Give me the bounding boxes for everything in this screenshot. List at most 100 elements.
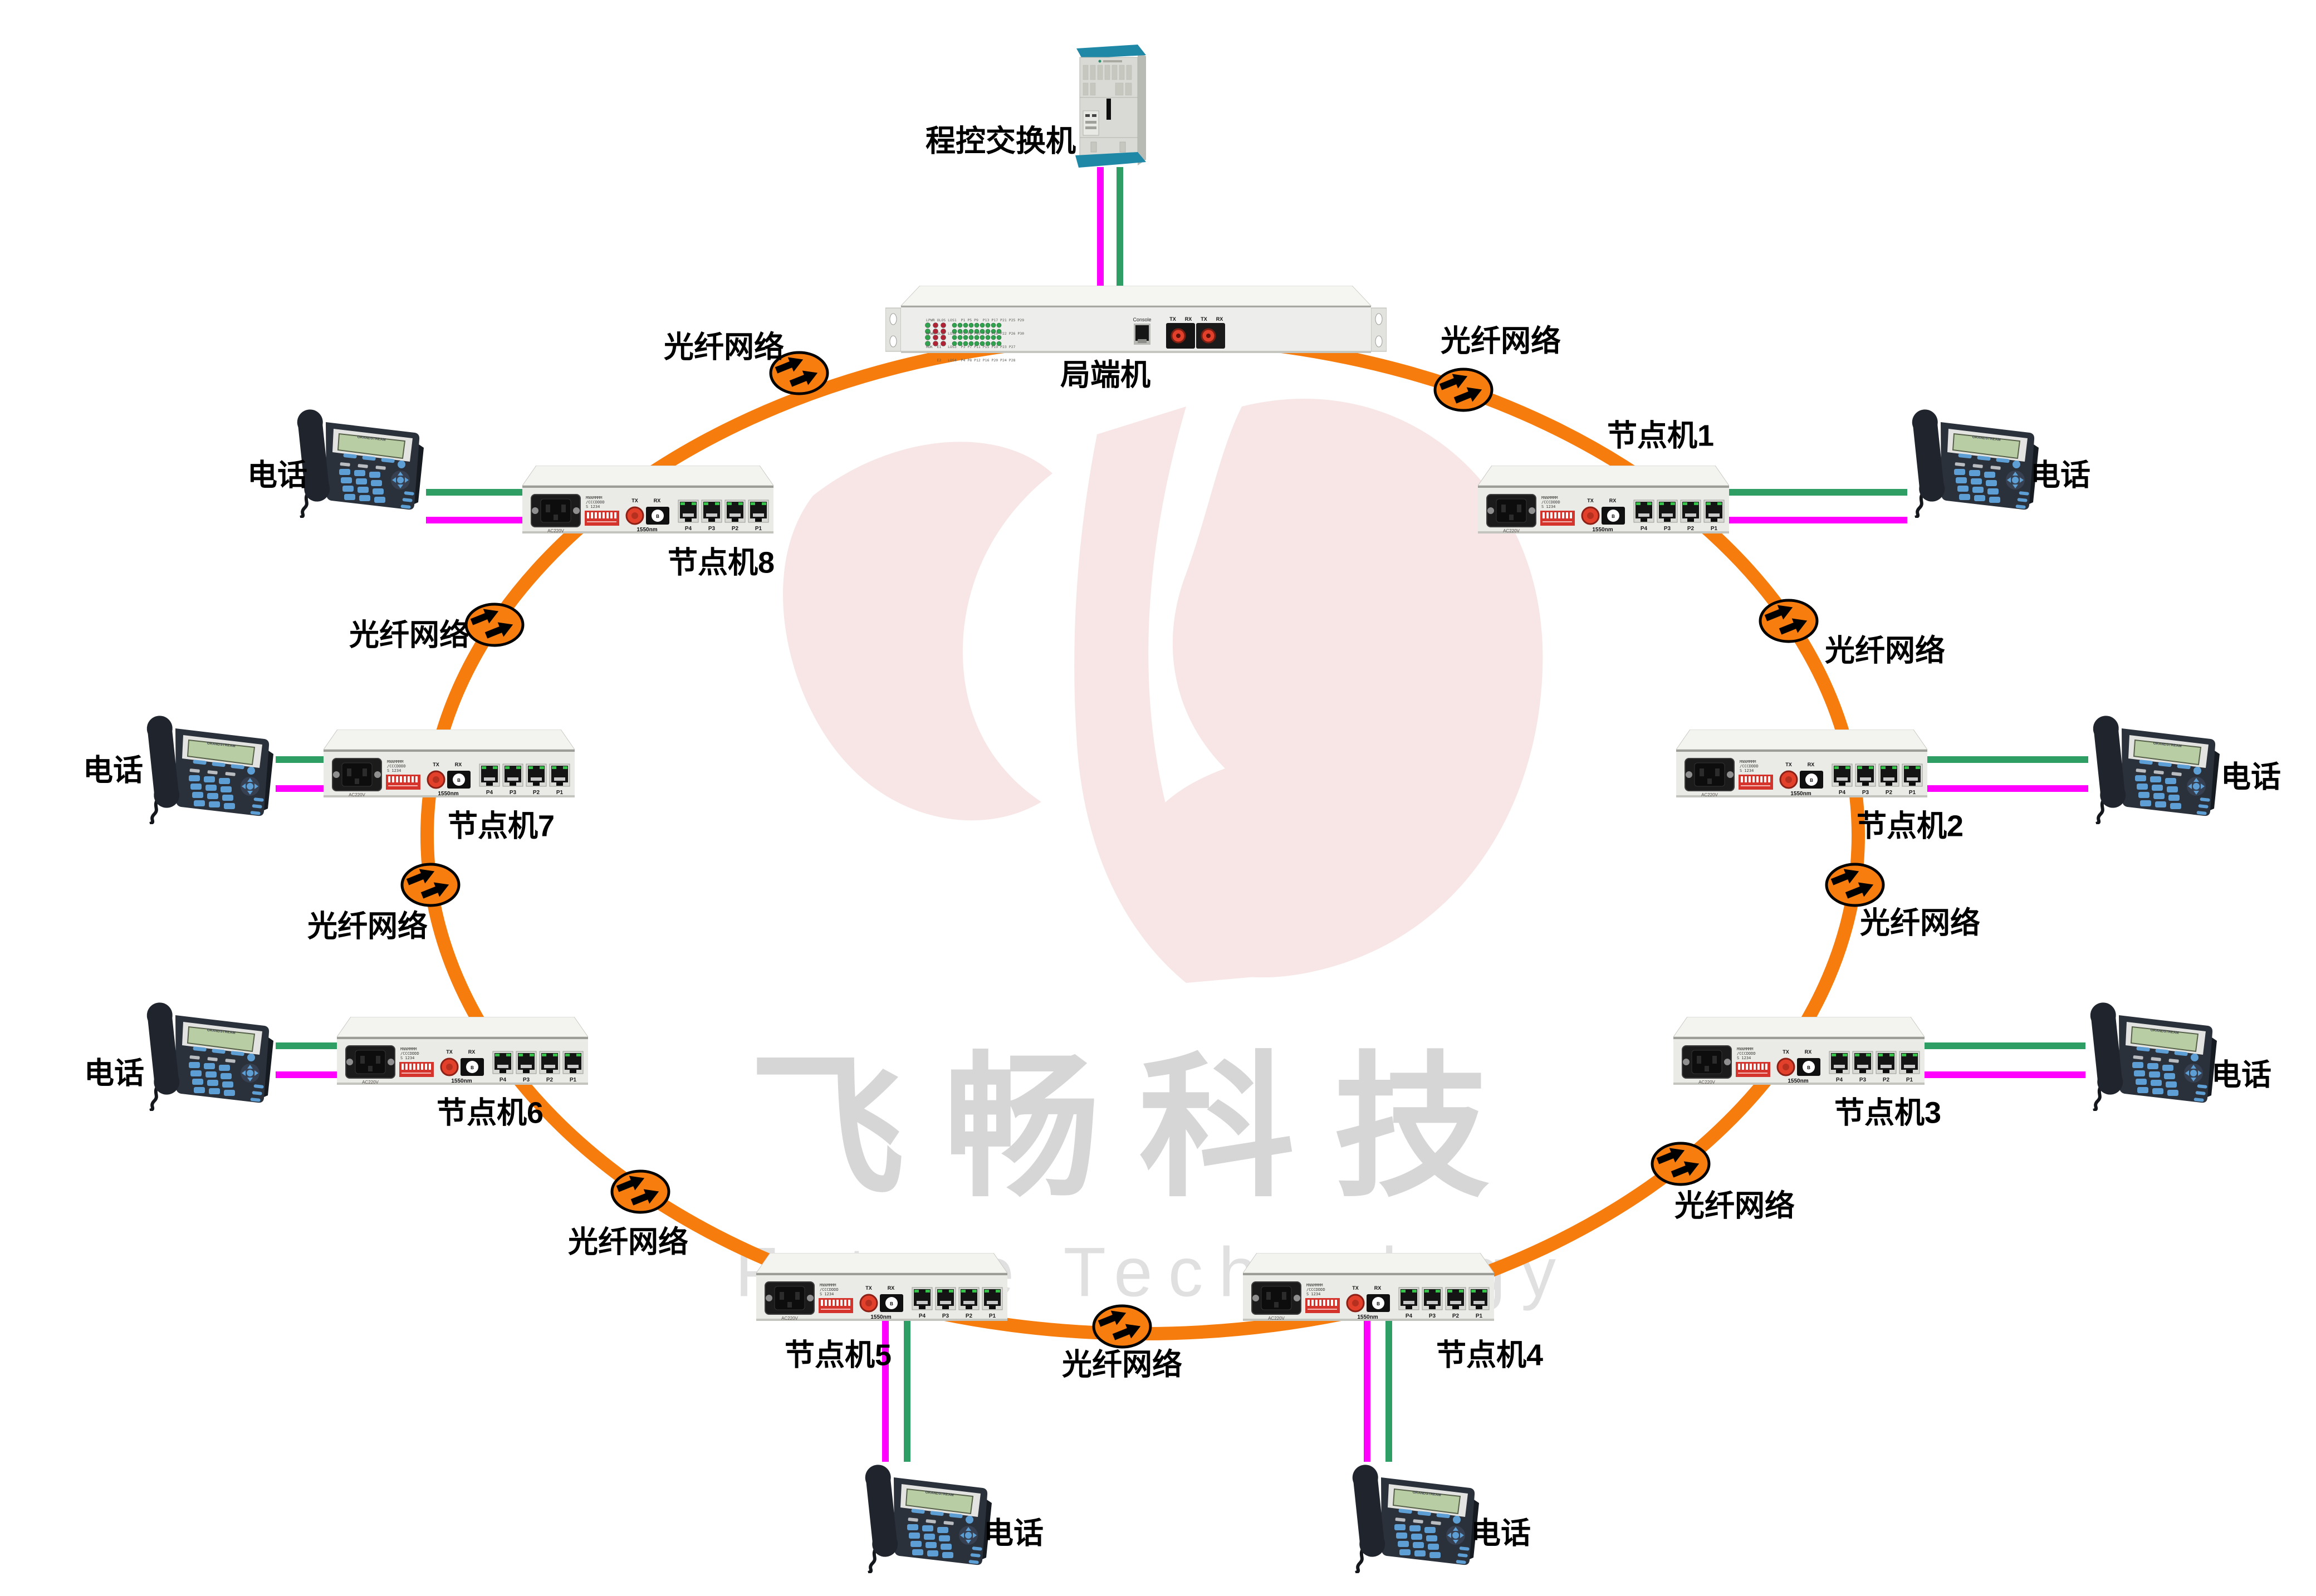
- phone-side-keys: [2015, 491, 2029, 509]
- phone-cord-icon: [2095, 796, 2107, 825]
- phone-side-keys: [1456, 1546, 1470, 1564]
- bidirectional-arrows-icon: [464, 603, 525, 647]
- phone-label-7: 电话: [83, 753, 143, 787]
- node-device-face: AC220V MNNMMMM /CCCDDDD S 1234 TX RX: [336, 1016, 589, 1085]
- phone-keypad: [1954, 469, 2000, 503]
- link-magenta-3: [1925, 1071, 2085, 1078]
- dip-label-3: S 1234: [1306, 1292, 1320, 1296]
- wavelength-label: 1550nm: [870, 1314, 891, 1320]
- phone-keypad: [339, 469, 385, 503]
- link-magenta-2: [1927, 785, 2088, 792]
- cabinet-side: [1138, 51, 1146, 165]
- switch-cabinet-drawing: [1075, 45, 1146, 168]
- device-top-face: [522, 465, 774, 486]
- hub-led-labels: LPWR OLOS LOS1 P1 P5 P9 P13 P17 P21 P25 …: [926, 309, 1024, 371]
- power-label: AC220V: [547, 528, 564, 533]
- phone-1: GRANDSTREAM: [1907, 407, 2041, 519]
- link-green-3: [1925, 1042, 2085, 1049]
- port-label: P2: [533, 790, 540, 796]
- node-label-7: 节点机7: [447, 809, 555, 843]
- phone-nav-cluster: [241, 777, 259, 796]
- fiber-network-label-3: 光纤网络: [349, 618, 469, 652]
- tx-label: TX: [631, 498, 638, 503]
- port-label: P3: [1429, 1313, 1436, 1319]
- port-label: P2: [1452, 1313, 1460, 1319]
- phone-label-3: 电话: [2211, 1058, 2271, 1092]
- phone-line-keys: [1395, 1517, 1441, 1525]
- dip-label-2: /CCCDDDD: [820, 1287, 839, 1292]
- power-socket-icon: AC220V: [332, 758, 382, 797]
- port-label: P4: [1839, 790, 1846, 796]
- port-label: P1: [556, 790, 564, 796]
- phone-screen: [187, 1026, 256, 1052]
- wavelength-label: 1550nm: [451, 1078, 472, 1084]
- port-label: P1: [570, 1077, 577, 1083]
- phone-menu-button: [1453, 1516, 1461, 1524]
- port-label: P1: [1909, 790, 1916, 796]
- phone-softkeys: [911, 1509, 963, 1519]
- node-label-5: 节点机5: [784, 1338, 892, 1372]
- fiber-network-label-1: 光纤网络: [664, 330, 784, 364]
- wavelength-label: 1550nm: [1592, 527, 1613, 533]
- fiber-network-label-6: 光纤网络: [1860, 906, 1980, 940]
- rx-b-label: B: [1377, 1301, 1380, 1306]
- power-label: AC220V: [1503, 528, 1520, 533]
- hub-label: 局端机: [1060, 358, 1150, 392]
- phone-5: GRANDSTREAM: [860, 1462, 994, 1574]
- node-device-4: AC220V MNNMMMM /CCCDDDD S 1234 TX RX: [1242, 1252, 1495, 1321]
- dip-label-3: S 1234: [400, 1056, 414, 1060]
- fiber-network-label-9: 光纤网络: [1062, 1348, 1182, 1382]
- port-label: P3: [708, 526, 716, 532]
- rx-b-label: B: [656, 514, 659, 519]
- port-label: P1: [1906, 1077, 1913, 1083]
- node-device-face: AC220V MNNMMMM /CCCDDDD S 1234 TX RX: [1676, 729, 1928, 797]
- bidirectional-arrows-icon: [610, 1169, 670, 1214]
- dip-label-1: MNNMMMM: [400, 1047, 417, 1051]
- phone-label-5: 电话: [983, 1516, 1044, 1550]
- phone-keypad: [189, 1062, 235, 1096]
- dip-label-3: S 1234: [1737, 1056, 1751, 1060]
- link-magenta-5: [882, 1321, 889, 1462]
- device-top-face: [1477, 465, 1730, 486]
- link-green-4: [1385, 1321, 1392, 1462]
- port-label: P3: [942, 1313, 949, 1319]
- bidirectional-arrows-icon: [1433, 368, 1494, 412]
- node-label-4: 节点机4: [1436, 1338, 1544, 1372]
- hub-led-row: LPWR OLOS LOS1 P1 P5 P9 P13 P17 P21 P25 …: [926, 318, 1025, 322]
- hub-led-row: ROK E1 LOS3 P3 P7 P11 P15 P19 P23 P27: [926, 345, 1016, 349]
- phone-cord-icon: [868, 1545, 879, 1574]
- port-label: P2: [966, 1313, 973, 1319]
- link-green-6: [276, 1042, 337, 1049]
- switch-cabinet: [1072, 42, 1150, 170]
- node-device-8: AC220V MNNMMMM /CCCDDDD S 1234 TX RX: [522, 465, 774, 533]
- phone-8: GRANDSTREAM: [292, 407, 426, 519]
- device-top-face: [1676, 729, 1928, 750]
- rx-label: RX: [1808, 762, 1815, 767]
- phone-screen: [337, 433, 406, 459]
- port-label: P1: [1476, 1313, 1483, 1319]
- node-device-face: AC220V MNNMMMM /CCCDDDD S 1234 TX RX: [522, 465, 774, 533]
- phone-side-keys: [968, 1546, 982, 1564]
- phone-nav-cluster: [2006, 471, 2025, 489]
- rx-b-label: B: [1612, 514, 1615, 519]
- phone-nav-cluster: [2184, 1064, 2203, 1083]
- phone-screen: [1392, 1488, 1461, 1515]
- phone-cord-icon: [149, 1083, 160, 1112]
- node-label-2: 节点机2: [1856, 809, 1964, 843]
- rx-label: RX: [654, 498, 661, 503]
- cabinet-slot: [1106, 99, 1111, 120]
- watermark-text-cn: 飞畅科技: [749, 1036, 1529, 1219]
- node-label-6: 节点机6: [436, 1096, 544, 1130]
- phone-softkeys: [1398, 1509, 1450, 1519]
- link-green-1: [1729, 489, 1907, 496]
- phone-cord-icon: [2093, 1083, 2104, 1112]
- wavelength-label: 1550nm: [1788, 1078, 1808, 1084]
- power-socket-icon: AC220V: [345, 1045, 395, 1085]
- dip-label-1: MNNMMMM: [1306, 1283, 1323, 1287]
- phone-label-8: 电话: [247, 458, 307, 492]
- bidirectional-arrows-icon: [1759, 599, 1819, 643]
- phone-cord-icon: [300, 490, 311, 519]
- phone-nav-cluster: [241, 1064, 259, 1083]
- device-top-face: [323, 729, 575, 750]
- cabinet-top-cap: [1076, 45, 1146, 58]
